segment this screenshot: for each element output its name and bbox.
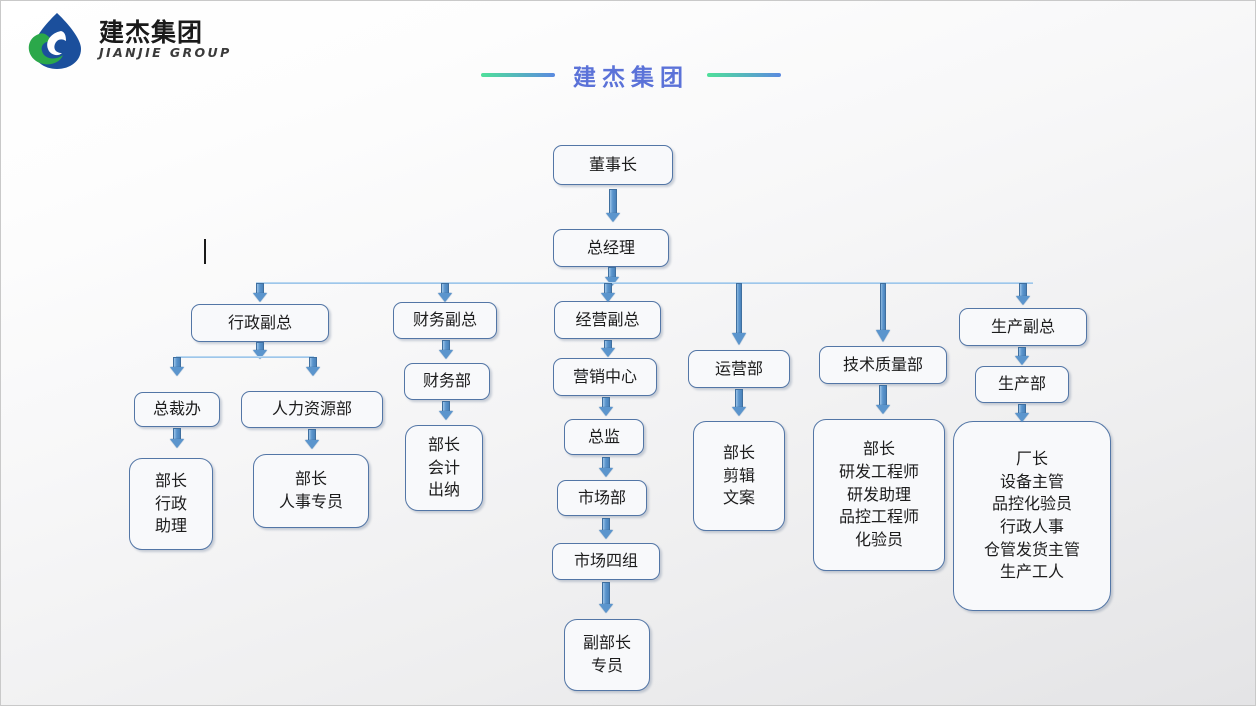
role-line: 品控化验员 (991, 494, 1072, 514)
node-roles-market[interactable]: 副部长 专员 (564, 619, 650, 691)
connector-arrow-vp-finance-to-dept-finance (439, 340, 453, 360)
node-general-manager[interactable]: 总经理 (553, 229, 669, 267)
connector-arrow-dept-production-to-roles (1015, 404, 1029, 423)
role-line: 品控工程师 (838, 507, 919, 527)
connector-arrow-office-president-to-roles (170, 428, 184, 450)
role-line: 仓管发货主管 (983, 539, 1080, 559)
connector-arrow-vp-production-to-dept-production (1015, 347, 1029, 366)
node-chairman[interactable]: 董事长 (553, 145, 673, 185)
connector-arrow-vp-operations-to-marketing-center (601, 340, 615, 358)
node-roles-hr[interactable]: 部长 人事专员 (253, 454, 369, 528)
role-line: 部长 (427, 434, 460, 454)
role-line: 部长 (862, 439, 895, 459)
connector-arrow-dept-operations-to-roles (732, 389, 746, 419)
role-line: 行政人事 (999, 517, 1064, 536)
role-line: 部长 (154, 470, 187, 490)
node-roles-president-office[interactable]: 部长 行政 助理 (129, 458, 213, 550)
role-line: 生产工人 (999, 562, 1064, 582)
accent-line-right (707, 73, 781, 77)
node-label: 生产副总 (990, 316, 1055, 336)
role-line: 人事专员 (278, 492, 343, 511)
connector-arrow-dept-market-to-market-group-4 (599, 518, 613, 542)
node-label: 运营部 (714, 358, 763, 378)
connector-arrow-bus-to-vp-admin (253, 283, 267, 303)
role-line: 行政 (154, 493, 187, 513)
node-label: 人力资源部 (271, 399, 352, 419)
node-dept-production[interactable]: 生产部 (975, 366, 1069, 403)
role-line: 助理 (154, 516, 187, 536)
connector-arrow-director-to-dept-market (599, 457, 613, 479)
role-line: 出纳 (427, 480, 460, 500)
role-line: 部长 (722, 442, 755, 462)
node-roles-production[interactable]: 厂长 设备主管 品控化验员 行政人事 仓管发货主管 生产工人 (953, 421, 1111, 611)
node-label: 行政副总 (227, 312, 292, 332)
role-line: 部长 (294, 469, 327, 489)
node-label: 经营副总 (575, 309, 640, 329)
connector-bus-vp-row (256, 282, 1033, 284)
role-line: 化验员 (854, 530, 903, 550)
node-dept-market[interactable]: 市场部 (557, 480, 647, 516)
role-line: 会计 (427, 457, 460, 477)
node-vp-operations[interactable]: 经营副总 (554, 301, 661, 339)
node-label: 总裁办 (152, 399, 201, 419)
node-label: 财务部 (422, 371, 471, 391)
connector-arrow-subbus-to-office-president (170, 357, 184, 377)
node-marketing-center[interactable]: 营销中心 (553, 358, 657, 396)
node-dept-finance[interactable]: 财务部 (404, 363, 490, 400)
connector-arrow-dept-tech-quality-to-roles (876, 385, 890, 417)
connector-bus-admin-children (176, 356, 314, 358)
connector-arrow-vp-admin-to-subbus (253, 342, 267, 360)
connector-arrow-chairman-to-gm (606, 189, 620, 225)
node-dept-tech-quality[interactable]: 技术质量部 (819, 346, 947, 384)
role-line: 文案 (722, 488, 755, 508)
role-line: 剪辑 (722, 465, 755, 485)
connector-arrow-bus-to-dept-tech-quality (876, 283, 890, 345)
svg-text:建杰集团: 建杰集团 (99, 18, 203, 47)
text-cursor-caret (204, 239, 206, 264)
connector-arrow-bus-to-vp-finance (438, 283, 452, 303)
node-label: 生产部 (997, 374, 1046, 394)
node-label: 市场四组 (573, 551, 638, 571)
role-line: 研发助理 (846, 484, 911, 504)
node-label: 技术质量部 (842, 354, 923, 374)
role-line: 研发工程师 (838, 461, 919, 481)
connector-arrow-bus-to-vp-operations (601, 283, 615, 303)
node-market-group-4[interactable]: 市场四组 (552, 543, 660, 580)
page-title: 建杰集团 (573, 65, 689, 91)
connector-arrow-market-group-4-to-roles (599, 582, 613, 617)
node-label: 董事长 (588, 154, 637, 174)
node-office-president[interactable]: 总裁办 (134, 392, 220, 427)
water-drop-logo-icon: 建杰集团 JIANJIE GROUP (28, 13, 232, 69)
node-label: 营销中心 (572, 366, 637, 386)
role-line: 副部长 (582, 633, 631, 653)
node-roles-operations[interactable]: 部长 剪辑 文案 (693, 421, 785, 531)
role-line: 专员 (590, 656, 623, 675)
connector-arrow-dept-finance-to-roles (439, 401, 453, 422)
connector-arrow-dept-hr-to-roles (305, 429, 319, 451)
node-vp-production[interactable]: 生产副总 (959, 308, 1087, 346)
node-label: 总经理 (586, 237, 635, 257)
connector-arrow-subbus-to-dept-hr (306, 357, 320, 377)
node-label: 总监 (587, 426, 620, 446)
node-label: 市场部 (577, 487, 626, 507)
role-line: 设备主管 (999, 471, 1064, 491)
connector-arrow-gm-to-bus (605, 267, 619, 287)
connector-arrow-bus-to-vp-production (1016, 283, 1030, 307)
connector-arrow-bus-to-dept-operations (732, 283, 746, 349)
svg-text:JIANJIE GROUP: JIANJIE GROUP (96, 45, 232, 60)
accent-line-left (481, 73, 555, 77)
node-director[interactable]: 总监 (564, 419, 644, 455)
role-line: 厂长 (1015, 448, 1048, 468)
node-label: 财务副总 (412, 310, 477, 330)
page-title-bar: 建杰集团 (431, 57, 831, 93)
node-roles-finance[interactable]: 部长 会计 出纳 (405, 425, 483, 511)
node-roles-tech-quality[interactable]: 部长 研发工程师 研发助理 品控工程师 化验员 (813, 419, 945, 571)
node-dept-hr[interactable]: 人力资源部 (241, 391, 383, 428)
connector-arrow-marketing-center-to-director (599, 397, 613, 418)
node-vp-finance[interactable]: 财务副总 (393, 302, 497, 339)
node-dept-operations[interactable]: 运营部 (688, 350, 790, 388)
node-vp-admin[interactable]: 行政副总 (191, 304, 329, 342)
company-logo: 建杰集团 JIANJIE GROUP (15, 9, 275, 71)
